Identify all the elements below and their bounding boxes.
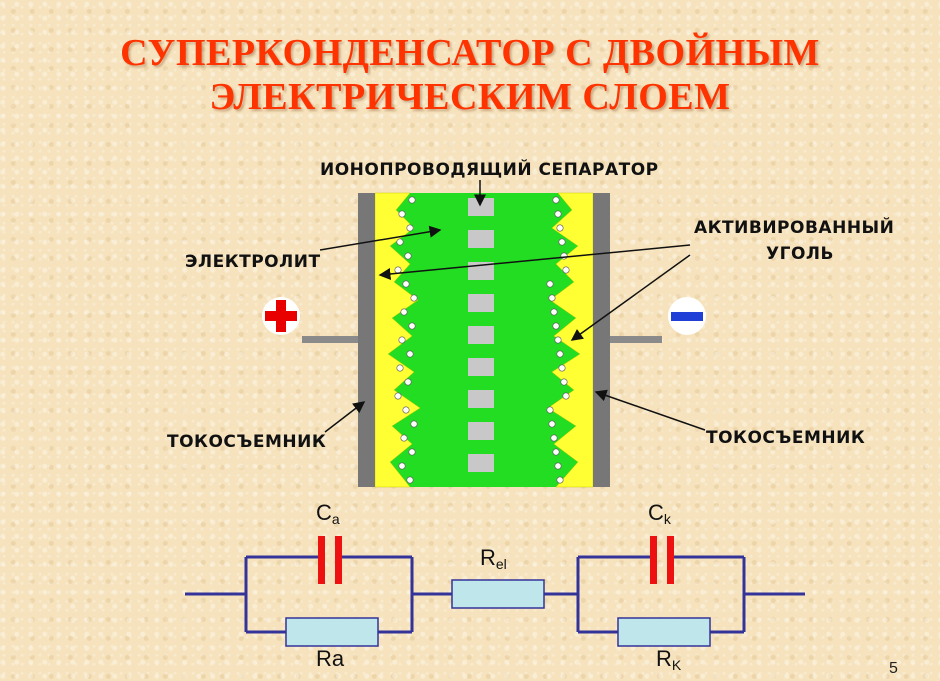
- ion-dot: [396, 238, 404, 246]
- ion-dot: [560, 252, 568, 260]
- negative-terminal-lead: [610, 336, 662, 343]
- activated-carbon-pointer-left: [378, 244, 691, 280]
- resistor-ra-icon: [285, 617, 379, 647]
- label-rel: Rel: [480, 545, 507, 572]
- title-line-2: ЭЛЕКТРИЧЕСКИМ СЛОЕМ: [209, 76, 731, 118]
- separator-block: [468, 390, 494, 408]
- ion-dot: [556, 224, 564, 232]
- separator-block: [468, 230, 494, 248]
- label-collector-left: ТОКОСЪЕМНИК: [167, 432, 327, 452]
- ion-dot: [554, 462, 562, 470]
- ion-conducting-separator: [468, 198, 494, 472]
- electrolyte-pointer: [319, 225, 442, 251]
- current-collector-left: [358, 193, 375, 487]
- label-ra: Ra: [316, 646, 345, 671]
- activated-carbon-pointer-right: [570, 254, 691, 341]
- ion-dot: [548, 420, 556, 428]
- collector-right-pointer: [594, 389, 706, 431]
- ion-dot: [394, 392, 402, 400]
- ion-dot: [552, 196, 560, 204]
- ion-dot: [400, 308, 408, 316]
- ion-dot: [408, 448, 416, 456]
- ion-dot: [402, 406, 410, 414]
- ion-dot: [556, 476, 564, 484]
- ion-dot: [404, 252, 412, 260]
- ion-dot: [400, 434, 408, 442]
- positive-terminal-lead: [302, 336, 360, 343]
- ion-particles: [394, 196, 570, 484]
- separator-block: [468, 454, 494, 472]
- label-ca: Ca: [316, 500, 340, 527]
- ion-dot: [398, 210, 406, 218]
- current-collector-right: [593, 193, 610, 487]
- ion-dot: [554, 210, 562, 218]
- ion-dot: [556, 350, 564, 358]
- activated-carbon-right: [547, 192, 594, 488]
- ion-dot: [404, 378, 412, 386]
- ion-dot: [560, 378, 568, 386]
- capacitor-ca-icon: [318, 536, 342, 584]
- ion-dot: [550, 434, 558, 442]
- page-number: 5: [889, 660, 898, 677]
- collector-left-pointer: [324, 401, 366, 433]
- label-ck: Ck: [648, 500, 672, 527]
- separator-block: [468, 198, 494, 216]
- ion-dot: [546, 406, 554, 414]
- ion-dot: [410, 294, 418, 302]
- ion-dot: [406, 224, 414, 232]
- ion-dot: [550, 308, 558, 316]
- ion-dot: [394, 266, 402, 274]
- ion-dot: [408, 196, 416, 204]
- title-line-1: СУПЕРКОНДЕНСАТОР С ДВОЙНЫМ: [120, 32, 820, 74]
- label-activated-carbon-1: АКТИВИРОВАННЫЙ: [694, 218, 895, 238]
- separator-block: [468, 326, 494, 344]
- ion-dot: [552, 322, 560, 330]
- equivalent-circuit: [185, 555, 805, 634]
- negative-terminal-icon: [668, 297, 706, 335]
- label-activated-carbon-2: УГОЛЬ: [766, 244, 834, 264]
- positive-terminal-icon: [262, 297, 300, 335]
- ion-dot: [558, 238, 566, 246]
- ion-dot: [408, 322, 416, 330]
- ion-dot: [398, 336, 406, 344]
- ion-dot: [396, 364, 404, 372]
- label-electrolyte: ЭЛЕКТРОЛИТ: [185, 252, 321, 272]
- ion-dot: [562, 266, 570, 274]
- ion-dot: [410, 420, 418, 428]
- ion-dot: [406, 476, 414, 484]
- label-separator: ИОНОПРОВОДЯЩИЙ СЕПАРАТОР: [320, 160, 659, 180]
- ion-dot: [558, 364, 566, 372]
- separator-block: [468, 294, 494, 312]
- ion-dot: [548, 294, 556, 302]
- label-rk: RK: [656, 646, 682, 673]
- capacitor-ck-icon: [650, 536, 674, 584]
- ion-dot: [546, 280, 554, 288]
- label-collector-right: ТОКОСЪЕМНИК: [706, 428, 866, 448]
- resistor-rel-icon: [451, 579, 545, 609]
- cell-body: [358, 192, 610, 488]
- ion-dot: [398, 462, 406, 470]
- ion-dot: [562, 392, 570, 400]
- resistor-rk-icon: [617, 617, 711, 647]
- separator-block: [468, 422, 494, 440]
- ion-dot: [552, 448, 560, 456]
- ion-dot: [402, 280, 410, 288]
- ion-dot: [406, 350, 414, 358]
- separator-block: [468, 358, 494, 376]
- ion-dot: [554, 336, 562, 344]
